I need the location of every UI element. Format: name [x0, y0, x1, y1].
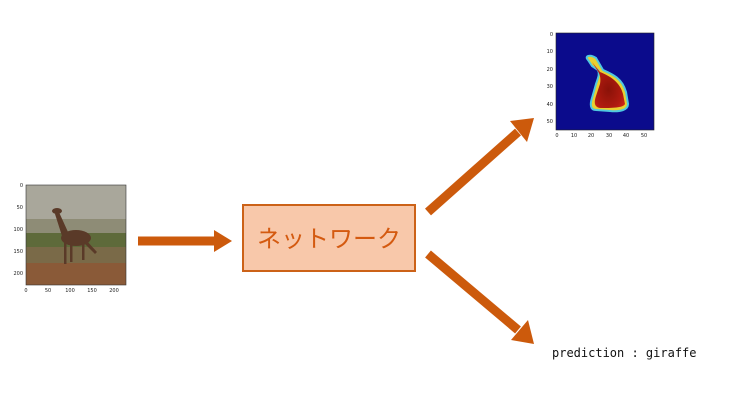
y-tick-label: 50 — [17, 205, 23, 211]
x-tick-label: 0 — [555, 133, 558, 139]
arrow-input-to-network — [138, 230, 232, 252]
x-tick-label: 20 — [588, 133, 594, 139]
x-tick-label: 50 — [641, 133, 647, 139]
y-tick-label: 200 — [13, 271, 23, 277]
x-tick-label: 10 — [571, 133, 577, 139]
y-tick-label: 20 — [547, 67, 553, 73]
x-tick-label: 200 — [109, 288, 119, 294]
x-tick-label: 100 — [65, 288, 75, 294]
y-tick-label: 50 — [547, 119, 553, 125]
x-tick-label: 0 — [24, 288, 27, 294]
y-tick-label: 150 — [13, 249, 23, 255]
network-box — [242, 204, 416, 272]
y-tick-label: 100 — [13, 227, 23, 233]
y-tick-label: 40 — [547, 102, 553, 108]
y-tick-label: 0 — [20, 183, 23, 189]
x-tick-label: 30 — [606, 133, 612, 139]
heatmap-blob — [585, 54, 630, 113]
network-node: ネットワーク — [242, 204, 416, 272]
heatmap-output: 0 10 20 30 40 50 0 10 20 30 40 50 — [547, 32, 655, 139]
heatmap-x-ticks: 0 10 20 30 40 50 — [555, 133, 647, 139]
arrow-network-to-heatmap — [425, 118, 534, 216]
x-tick-label: 50 — [45, 288, 51, 294]
input-image-y-ticks: 0 50 100 150 200 — [13, 183, 23, 277]
y-tick-label: 0 — [550, 32, 553, 38]
heatmap-y-ticks: 0 10 20 30 40 50 — [547, 32, 553, 125]
network-label: ネットワーク — [257, 225, 401, 253]
x-tick-label: 150 — [87, 288, 97, 294]
prediction-label: prediction : giraffe — [552, 346, 697, 360]
giraffe-figure — [52, 208, 97, 264]
y-tick-label: 10 — [547, 49, 553, 55]
input-image-x-ticks: 0 50 100 150 200 — [24, 288, 118, 294]
arrow-network-to-prediction — [425, 250, 534, 344]
x-tick-label: 40 — [623, 133, 629, 139]
input-image: 0 50 100 150 200 0 50 100 150 200 — [13, 183, 127, 294]
y-tick-label: 30 — [547, 84, 553, 90]
